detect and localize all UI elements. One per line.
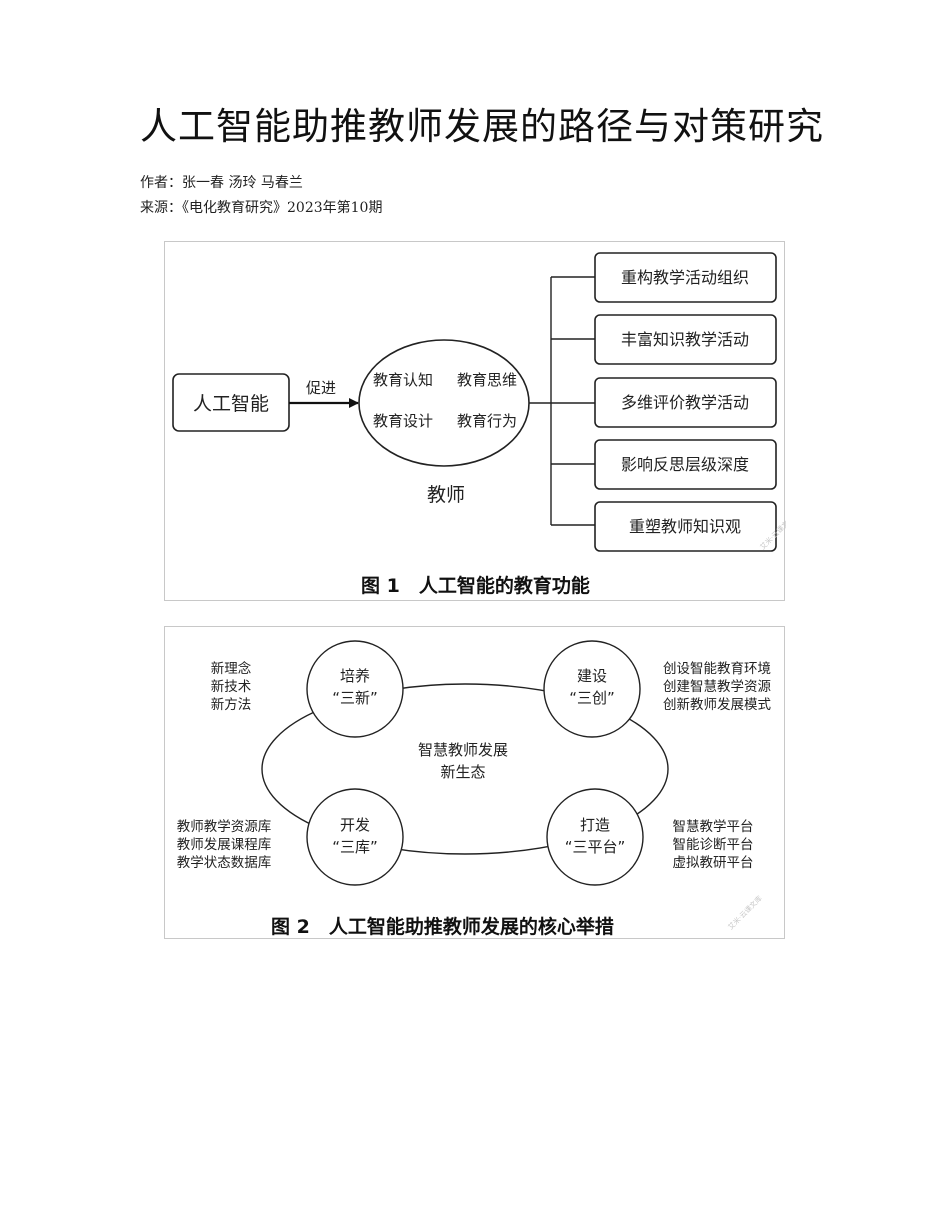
function-box-1: [594, 252, 777, 303]
circle-develop: [306, 788, 404, 886]
function-label-2: 丰富知识教学活动: [621, 330, 749, 349]
circle-create: [546, 788, 644, 886]
svg-text:教师教学资源库: 教师教学资源库: [177, 819, 272, 835]
function-label-1: 重构教学活动组织: [621, 268, 749, 287]
figure-2-diagram: 智慧教师发展 新生态 培养 “三新” 建设 “三创” 开发 “三库” 打造 “三…: [177, 640, 771, 938]
svg-text:教学状态数据库: 教学状态数据库: [177, 855, 272, 871]
connector-lines: [529, 276, 595, 526]
figure-2: 智慧教师发展 新生态 培养 “三新” 建设 “三创” 开发 “三库” 打造 “三…: [164, 626, 785, 939]
svg-text:虚拟教研平台: 虚拟教研平台: [673, 855, 754, 871]
figure-2-caption: 图 2 人工智能助推教师发展的核心举措: [271, 915, 614, 938]
promote-label: 促进: [306, 379, 336, 397]
figure-1-caption: 图 1 人工智能的教育功能: [361, 574, 590, 597]
ellipse-item-behavior: 教育行为: [457, 412, 517, 430]
svg-text:智能诊断平台: 智能诊断平台: [673, 837, 754, 853]
svg-text:新方法: 新方法: [211, 697, 252, 713]
svg-text:新技术: 新技术: [211, 679, 252, 695]
circle-build-line2: “三创”: [569, 689, 615, 707]
center-label-line1: 智慧教师发展: [418, 741, 508, 759]
source-line: 来源：《电化教育研究》2023年第10期: [140, 200, 383, 216]
top-right-list: 创设智能教育环境 创建智慧教学资源 创新教师发展模式: [663, 661, 771, 713]
authors-line: 作者：张一春 汤玲 马春兰: [140, 175, 303, 191]
function-box-2: [594, 314, 777, 365]
bottom-left-list: 教师教学资源库 教师发展课程库 教学状态数据库: [177, 819, 272, 871]
svg-text:创设智能教育环境: 创设智能教育环境: [663, 661, 771, 677]
circle-build-line1: 建设: [577, 667, 607, 685]
function-box-4: [594, 439, 777, 490]
article-title: 人工智能助推教师发展的路径与对策研究: [140, 105, 824, 148]
circle-cultivate-line2: “三新”: [332, 689, 378, 707]
svg-text:创建智慧教学资源: 创建智慧教学资源: [663, 679, 771, 695]
teacher-label: 教师: [427, 484, 465, 506]
ellipse-item-cognition: 教育认知: [373, 371, 433, 389]
figure-1-diagram: 人工智能 促进 教育认知 教育思维 教育设计 教育行为 教师 重构教学活动组织 …: [172, 252, 786, 597]
circle-build: [543, 640, 641, 738]
function-label-3: 多维评价教学活动: [621, 393, 749, 412]
svg-text:智慧教学平台: 智慧教学平台: [673, 819, 754, 835]
circle-cultivate-line1: 培养: [340, 667, 370, 685]
svg-text:新理念: 新理念: [211, 660, 252, 677]
bottom-right-list: 智慧教学平台 智能诊断平台 虚拟教研平台: [673, 819, 754, 871]
ellipse-item-thinking: 教育思维: [457, 371, 517, 389]
function-label-5: 重塑教师知识观: [629, 517, 741, 536]
svg-text:教师发展课程库: 教师发展课程库: [177, 837, 272, 853]
teacher-ellipse: [358, 339, 530, 467]
circle-create-line1: 打造: [580, 816, 610, 834]
ellipse-item-design: 教育设计: [373, 412, 433, 430]
figure-1: 人工智能 促进 教育认知 教育思维 教育设计 教育行为 教师 重构教学活动组织 …: [164, 241, 786, 601]
center-label-line2: 新生态: [440, 763, 485, 781]
function-label-4: 影响反思层级深度: [621, 455, 749, 474]
svg-text:创新教师发展模式: 创新教师发展模式: [663, 697, 771, 713]
function-box-3: [594, 377, 777, 428]
circle-create-line2: “三平台”: [565, 838, 626, 856]
top-left-list: 新理念 新技术 新方法: [211, 660, 252, 713]
circle-cultivate: [306, 640, 404, 738]
ai-box-label: 人工智能: [193, 393, 269, 415]
circle-develop-line2: “三库”: [332, 838, 378, 856]
circle-develop-line1: 开发: [340, 816, 370, 834]
figure-2-watermark: 艾米·云课文库: [726, 894, 764, 932]
ecosystem-ellipse: [261, 683, 669, 855]
function-box-5: [594, 501, 777, 552]
